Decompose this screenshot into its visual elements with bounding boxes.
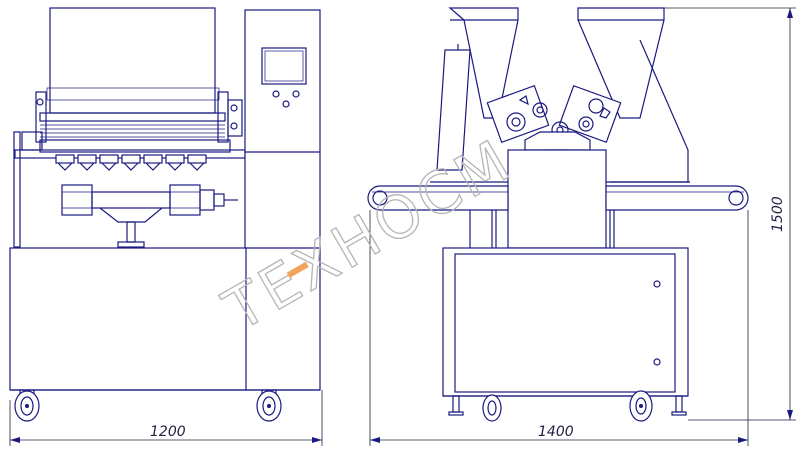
dimension-height-side: 1500 xyxy=(664,7,796,421)
dimension-1400-label: 1400 xyxy=(538,424,574,440)
dimension-1200-label: 1200 xyxy=(150,424,186,440)
side-view xyxy=(367,7,749,422)
dimension-width-side: 1400 xyxy=(369,210,749,446)
dimension-width-front: 1200 xyxy=(9,390,323,446)
front-view xyxy=(9,7,321,422)
dimension-1500-label: 1500 xyxy=(770,196,786,232)
